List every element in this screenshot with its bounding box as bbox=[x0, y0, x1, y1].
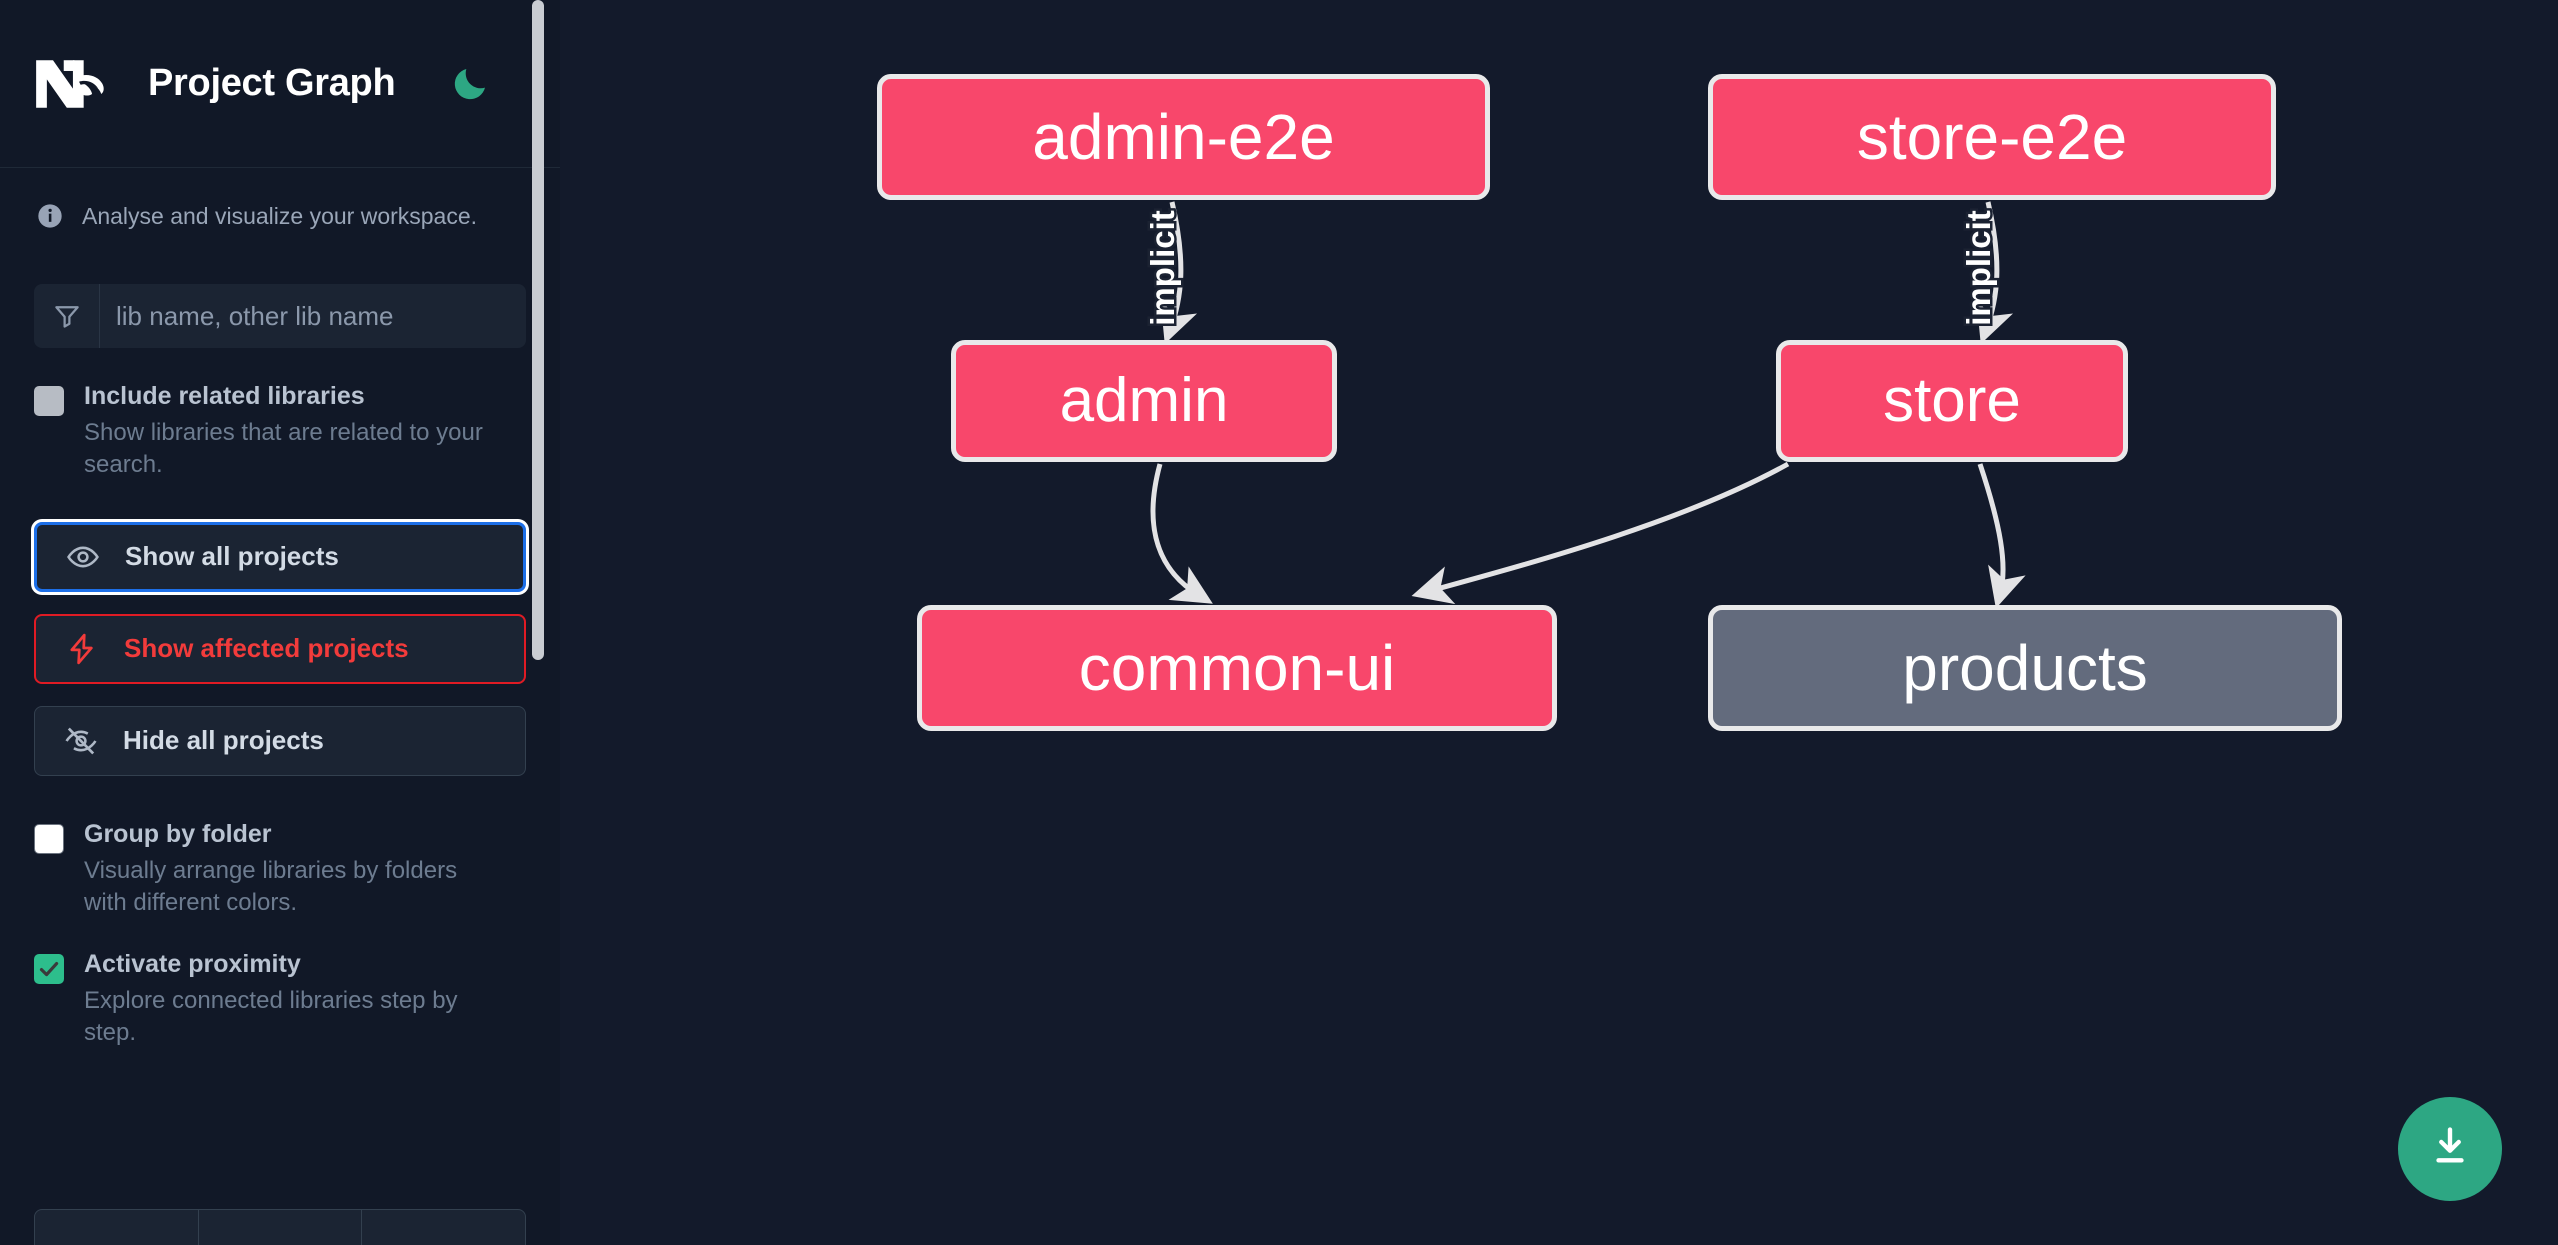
tagline-row: Analyse and visualize your workspace. bbox=[0, 168, 560, 230]
funnel-icon bbox=[34, 284, 100, 348]
option-title: Activate proximity bbox=[84, 949, 301, 978]
edge-label-implicit-admin: implicit bbox=[1144, 210, 1181, 326]
edge-store-common-ui bbox=[1411, 461, 1790, 605]
project-visibility-buttons: Show all projects Show affected projects bbox=[0, 482, 560, 776]
graph-node-products[interactable]: products bbox=[1708, 605, 2342, 731]
nx-logo-icon bbox=[30, 54, 122, 114]
option-title: Include related libraries bbox=[84, 382, 365, 410]
checkbox-activate-proximity[interactable] bbox=[34, 953, 64, 984]
option-texts: Include related libraries Show libraries… bbox=[84, 382, 504, 482]
edge-store-e2e-store bbox=[1976, 201, 2014, 345]
download-icon bbox=[2425, 1122, 2475, 1177]
option-description: Show libraries that are related to your … bbox=[84, 419, 483, 479]
sidebar-scrollbar-thumb[interactable] bbox=[532, 0, 544, 660]
checkbox-include-related-libraries[interactable] bbox=[34, 386, 64, 416]
info-icon bbox=[36, 202, 64, 230]
filter-search-box[interactable] bbox=[34, 284, 526, 348]
option-activate-proximity[interactable]: Activate proximity Explore connected lib… bbox=[0, 920, 560, 1050]
edge-admin-e2e-admin bbox=[1160, 201, 1198, 345]
option-texts: Activate proximity Explore connected lib… bbox=[84, 950, 504, 1050]
option-include-related-libraries[interactable]: Include related libraries Show libraries… bbox=[0, 348, 560, 482]
show-affected-projects-button[interactable]: Show affected projects bbox=[34, 613, 526, 684]
graph-node-admin[interactable]: admin bbox=[951, 340, 1337, 462]
show-all-projects-button[interactable]: Show all projects bbox=[34, 521, 526, 592]
eye-icon bbox=[65, 539, 101, 575]
option-group-by-folder[interactable]: Group by folder Visually arrange librari… bbox=[0, 776, 560, 920]
edge-admin-common-ui bbox=[1150, 463, 1213, 604]
hide-all-projects-button[interactable]: Hide all projects bbox=[34, 705, 526, 776]
option-title: Group by folder bbox=[84, 819, 272, 848]
node-label: admin bbox=[1059, 366, 1229, 435]
sidebar-header: Project Graph bbox=[0, 0, 560, 168]
graph-node-store[interactable]: store bbox=[1776, 340, 2128, 462]
sidebar: Project Graph Analyse and visualize your… bbox=[0, 0, 560, 1245]
graph-node-admin-e2e[interactable]: admin-e2e bbox=[877, 74, 1490, 200]
node-label: admin-e2e bbox=[1032, 101, 1335, 173]
node-label: store-e2e bbox=[1856, 101, 2128, 173]
graph-node-store-e2e[interactable]: store-e2e bbox=[1708, 74, 2276, 200]
edge-labels: implicit implicit bbox=[1142, 208, 2000, 329]
bottom-button-2[interactable] bbox=[199, 1210, 363, 1245]
page-title: Project Graph bbox=[148, 62, 396, 104]
bottom-button-3[interactable] bbox=[362, 1210, 525, 1245]
node-label: common-ui bbox=[1078, 632, 1396, 704]
graph-edges: implicit implicit bbox=[1142, 201, 2026, 609]
tagline-text: Analyse and visualize your workspace. bbox=[82, 202, 478, 229]
search-input[interactable] bbox=[100, 284, 526, 348]
option-texts: Group by folder Visually arrange librari… bbox=[84, 820, 504, 920]
hide-all-projects-label: Hide all projects bbox=[123, 725, 324, 756]
node-label: products bbox=[1902, 632, 2148, 704]
node-label: store bbox=[1883, 366, 2021, 435]
graph-canvas[interactable]: implicit implicit admin-e2e store-e2e ad… bbox=[560, 0, 2558, 1245]
option-description: Explore connected libraries step by step… bbox=[84, 986, 458, 1046]
lightning-icon bbox=[64, 631, 100, 667]
edge-store-products bbox=[1977, 463, 2026, 609]
graph-node-common-ui[interactable]: common-ui bbox=[917, 605, 1557, 731]
bottom-button-1[interactable] bbox=[35, 1210, 199, 1245]
edge-label-implicit-store: implicit bbox=[1960, 210, 1997, 326]
moon-icon[interactable] bbox=[447, 61, 493, 107]
eye-off-icon bbox=[63, 723, 99, 759]
option-description: Visually arrange libraries by folders wi… bbox=[84, 856, 458, 917]
show-affected-projects-label: Show affected projects bbox=[124, 633, 409, 664]
checkbox-group-by-folder[interactable] bbox=[34, 823, 64, 854]
show-all-projects-label: Show all projects bbox=[125, 541, 339, 572]
download-graph-button[interactable] bbox=[2398, 1097, 2502, 1201]
bottom-button-group[interactable] bbox=[34, 1209, 526, 1245]
